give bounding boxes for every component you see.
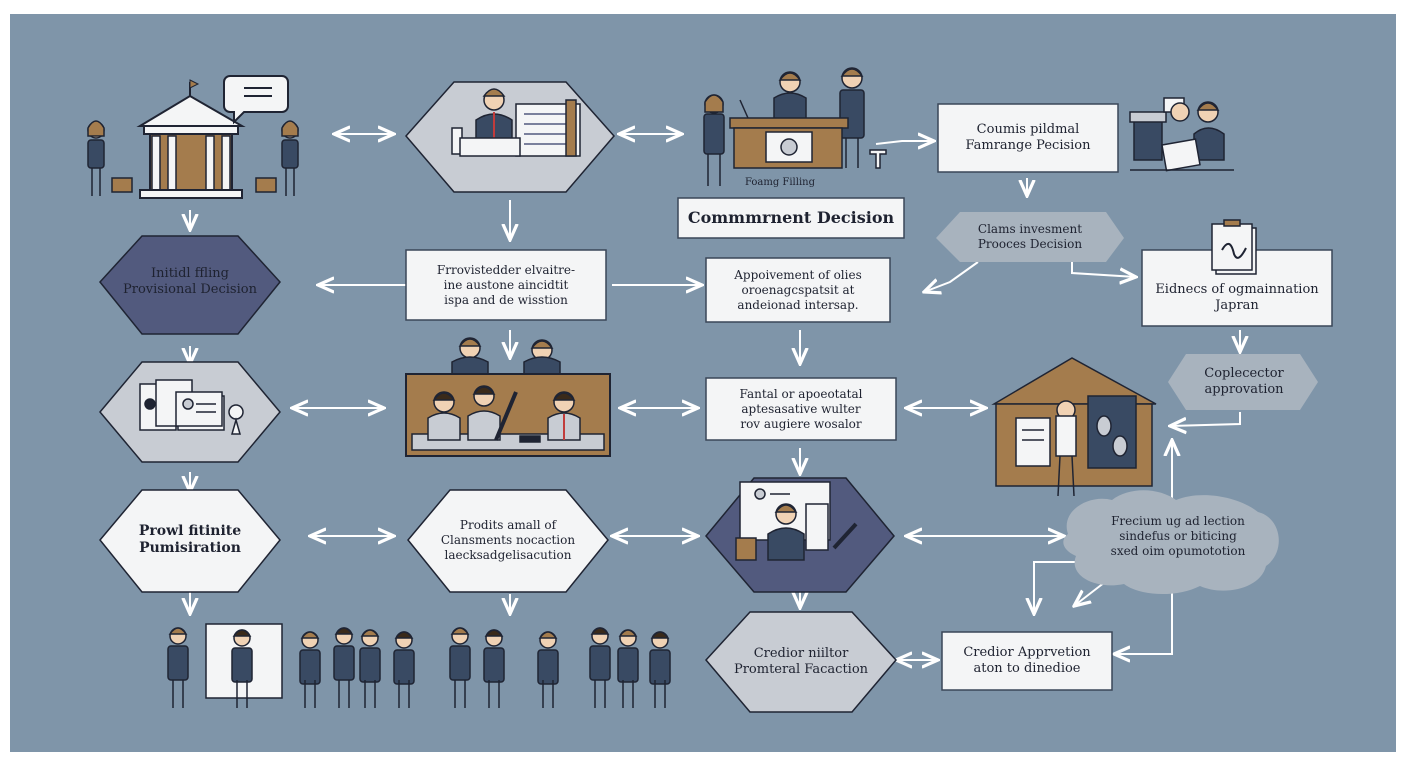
crowd-person — [589, 627, 611, 708]
courts-decision-line1: Coumis pildmal — [976, 121, 1080, 137]
courthouse-scene — [87, 75, 299, 199]
evidence-line2: Japran — [1215, 298, 1259, 313]
box-creditor-approval — [941, 631, 1113, 691]
court-bench-scene — [405, 337, 611, 457]
partial-line2: aptesasative wulter — [741, 401, 861, 416]
appointment-line2: oroenagcspatsit at — [741, 282, 855, 297]
partial-box-label: Fantal or apoeotatal aptesasative wulter… — [706, 378, 896, 440]
box-appointment — [705, 257, 891, 323]
creditor-proforma-label: Credior niiltor Promteral Facaction — [716, 634, 886, 690]
creditor-proforma-line2: Promteral Facaction — [733, 662, 869, 677]
bank-building-scene — [991, 357, 1157, 497]
hexagon-prowl-finite — [99, 489, 281, 593]
products-small-line1: Prodits amall of — [459, 517, 557, 532]
crowd-person — [483, 629, 505, 708]
coplecetor-label: Coplecector approvation — [1178, 354, 1310, 410]
crowd-person — [231, 629, 253, 708]
creditor-approval-line2: aton to dinedioe — [973, 661, 1081, 676]
box-courts-decision — [937, 103, 1119, 173]
presentation-scene — [735, 481, 858, 561]
crowd-person — [167, 627, 189, 708]
coplecetor-line1: Coplecector — [1204, 365, 1284, 381]
prowl-finite-line1: Prowl fitinite — [138, 522, 242, 539]
diagram-canvas: Coumis pildmal Famrange Pecision Commmrn… — [10, 14, 1396, 752]
scene-caption: Foamg Filling — [730, 174, 830, 192]
provisional-box-label: Frrovistedder elvaitre- ine austone ainc… — [406, 250, 606, 320]
appointment-line1: Appoivement of olies — [734, 267, 862, 282]
box-provisional — [405, 249, 607, 321]
cloud-freciam — [1063, 490, 1279, 595]
hearing-podium-scene — [703, 67, 887, 186]
products-small-label: Prodits amall of Clansments nocaction la… — [418, 510, 598, 570]
connector-arrows — [190, 134, 1240, 660]
freciam-line2: sindefus or biticing — [1119, 528, 1237, 543]
crowd-scene — [167, 623, 671, 708]
freciam-line1: Frecium ug ad lection — [1111, 513, 1245, 528]
hexagon-products-small — [407, 489, 609, 593]
provisional-line3: ispa and de wisstion — [444, 292, 568, 307]
documents-scene — [139, 379, 244, 435]
prowl-finite-label: Prowl fitinite Pumisiration — [110, 512, 270, 568]
freciam-label: Frecium ug ad lection sindefus or bitici… — [1080, 504, 1276, 568]
hexagon-initial-filing — [99, 235, 281, 335]
evidence-box-label: Eidnecs of ogmainnation Japran — [1142, 270, 1332, 326]
evidence-line1: Eidnecs of ogmainnation — [1155, 281, 1319, 297]
crowd-person — [449, 627, 471, 708]
appointment-box-label: Appoivement of olies oroenagcspatsit at … — [706, 258, 890, 322]
filing-desk-scene — [451, 88, 581, 157]
crowd-person — [359, 629, 381, 708]
coplecetor-line2: approvation — [1204, 382, 1284, 397]
prowl-finite-line2: Pumisiration — [139, 540, 241, 556]
scene-caption-text: Foamg Filling — [744, 176, 815, 188]
initial-filing-line1: Initidl ffling — [151, 265, 229, 281]
diagram-graphics — [87, 67, 1333, 713]
products-small-line2: Clansments nocaction — [440, 532, 576, 547]
claims-investment-label: Clams invesment Prooces Decision — [946, 212, 1114, 262]
initial-filing-label: Initidl ffling Provisional Decision — [110, 254, 270, 310]
creditor-approval-line1: Credior Apprvetion — [963, 644, 1091, 660]
initial-filing-line2: Provisional Decision — [123, 282, 257, 297]
courts-decision-label: Coumis pildmal Famrange Pecision — [938, 104, 1118, 172]
cloud-coplecetor — [1168, 354, 1318, 410]
crowd-person — [333, 627, 355, 708]
commitment-decision-line1: Commmrnent Decision — [687, 208, 895, 227]
office-workers-scene — [1129, 97, 1234, 172]
crowd-person — [393, 631, 415, 708]
appointment-line3: andeionad intersap. — [737, 297, 859, 312]
box-commitment-decision — [677, 197, 905, 239]
box-partial — [705, 377, 897, 441]
commitment-decision-label: Commmrnent Decision — [678, 198, 904, 238]
cloud-claims-investment — [936, 212, 1124, 262]
provisional-line1: Frrovistedder elvaitre- — [436, 262, 576, 277]
creditor-proforma-line1: Credior niiltor — [753, 645, 849, 661]
creditor-approval-label: Credior Apprvetion aton to dinedioe — [942, 632, 1112, 690]
signed-document-icon — [1211, 219, 1257, 275]
partial-line1: Fantal or apoeotatal — [739, 386, 863, 401]
crowd-person — [537, 631, 559, 708]
crowd-people — [167, 627, 671, 708]
products-small-line3: laecksadgelisacution — [444, 547, 572, 562]
partial-line3: rov augiere wosalor — [740, 416, 862, 431]
crowd-person — [649, 631, 671, 708]
claims-line2: Prooces Decision — [977, 237, 1083, 251]
crowd-person — [299, 631, 321, 708]
hexagon-creditor-proforma — [705, 611, 897, 713]
courts-decision-line2: Famrange Pecision — [965, 138, 1091, 153]
freciam-line3: sxed oim opumototion — [1110, 543, 1246, 558]
provisional-line2: ine austone aincidtit — [443, 277, 569, 292]
crowd-person — [617, 629, 639, 708]
claims-line1: Clams invesment — [977, 222, 1083, 236]
